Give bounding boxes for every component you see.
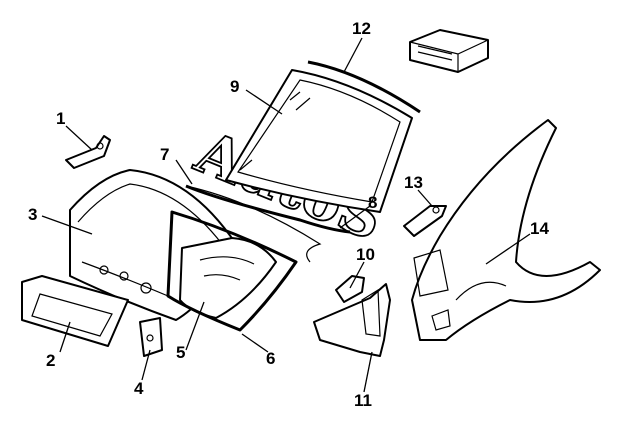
leader-lines bbox=[41, 37, 531, 393]
part-13-latch bbox=[403, 205, 447, 237]
callout-13: 13 bbox=[404, 173, 423, 192]
callout-2: 2 bbox=[46, 351, 55, 370]
callout-9: 9 bbox=[230, 77, 239, 96]
callout-labels: 1 2 3 4 5 6 7 8 9 10 11 12 13 14 bbox=[28, 19, 549, 410]
callout-14: 14 bbox=[530, 219, 549, 238]
part-6-trunk-seal bbox=[166, 210, 298, 332]
part-10-bracket bbox=[335, 275, 365, 303]
part-14-quarter-panel bbox=[411, 119, 601, 341]
callout-8: 8 bbox=[368, 193, 377, 212]
part-9-rear-window bbox=[225, 69, 413, 213]
part-4-lock-bracket bbox=[139, 317, 163, 357]
callout-12: 12 bbox=[352, 19, 371, 38]
callout-10: 10 bbox=[356, 245, 375, 264]
part-12-roof-seal bbox=[307, 60, 421, 114]
brake-lamp bbox=[409, 29, 489, 73]
callout-5: 5 bbox=[176, 343, 185, 362]
callout-6: 6 bbox=[266, 349, 275, 368]
callout-11: 11 bbox=[354, 391, 372, 410]
part-7-8-moulding bbox=[185, 184, 351, 263]
callout-1: 1 bbox=[56, 109, 65, 128]
callout-3: 3 bbox=[28, 205, 37, 224]
callout-4: 4 bbox=[134, 379, 144, 398]
part-11-pillar-panel bbox=[313, 283, 391, 357]
part-2-plate-panel bbox=[21, 275, 129, 347]
part-1-hinge bbox=[65, 135, 111, 169]
callout-7: 7 bbox=[160, 145, 169, 164]
